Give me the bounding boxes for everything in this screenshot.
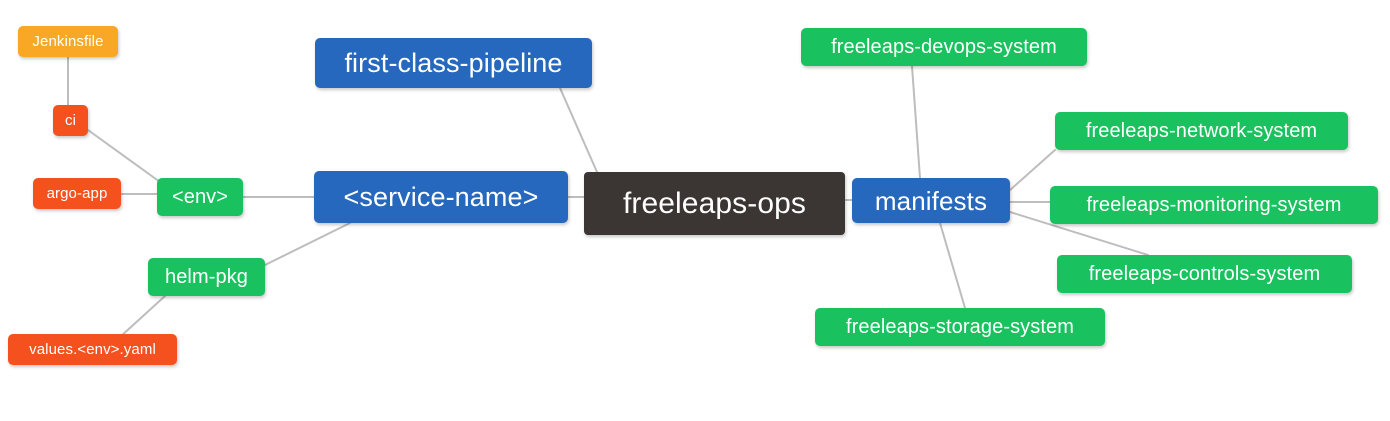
- edge-ci-to-env: [87, 129, 161, 183]
- edge-helm-to-values: [119, 295, 166, 338]
- node-label: first-class-pipeline: [344, 47, 563, 78]
- node-label: freeleaps-network-system: [1085, 120, 1318, 142]
- node-label: <env>: [171, 186, 229, 208]
- node-label: manifests: [874, 185, 988, 216]
- edge-manifests-to-devops: [911, 65, 921, 179]
- mindmap-node-network[interactable]: freeleaps-network-system: [1055, 112, 1348, 150]
- edge-manifests-to-storage: [939, 222, 966, 309]
- mindmap-node-argoapp[interactable]: argo-app: [33, 178, 121, 209]
- edge-service-to-helm: [264, 222, 351, 266]
- mindmap-node-env[interactable]: <env>: [157, 178, 243, 216]
- mindmap-node-devops[interactable]: freeleaps-devops-system: [801, 28, 1087, 66]
- mindmap-node-manifests[interactable]: manifests: [852, 178, 1010, 223]
- mindmap-node-monitoring[interactable]: freeleaps-monitoring-system: [1050, 186, 1378, 224]
- node-label: argo-app: [46, 185, 108, 202]
- mindmap-node-values[interactable]: values.<env>.yaml: [8, 334, 177, 365]
- mindmap-node-helm[interactable]: helm-pkg: [148, 258, 265, 296]
- mindmap-node-storage[interactable]: freeleaps-storage-system: [815, 308, 1105, 346]
- node-label: freeleaps-storage-system: [845, 316, 1075, 338]
- node-label: freeleaps-controls-system: [1088, 263, 1321, 285]
- node-label: <service-name>: [343, 181, 539, 212]
- node-label: Jenkinsfile: [32, 33, 104, 50]
- mindmap-node-controls[interactable]: freeleaps-controls-system: [1057, 255, 1352, 293]
- edge-manifests-to-network: [1009, 149, 1056, 191]
- mindmap-node-pipeline[interactable]: first-class-pipeline: [315, 38, 592, 88]
- mindmap-node-jenkinsfile[interactable]: Jenkinsfile: [18, 26, 118, 57]
- node-label: helm-pkg: [164, 266, 249, 288]
- edge-pipeline-to-root: [559, 87, 598, 173]
- node-label: values.<env>.yaml: [29, 341, 156, 358]
- mindmap-node-root[interactable]: freeleaps-ops: [584, 172, 845, 235]
- mindmap-node-service[interactable]: <service-name>: [314, 171, 568, 223]
- node-label: freeleaps-ops: [622, 186, 807, 220]
- node-label: freeleaps-devops-system: [831, 36, 1057, 58]
- node-label: ci: [64, 112, 77, 129]
- mindmap-node-ci[interactable]: ci: [53, 105, 88, 136]
- node-label: freeleaps-monitoring-system: [1086, 194, 1342, 216]
